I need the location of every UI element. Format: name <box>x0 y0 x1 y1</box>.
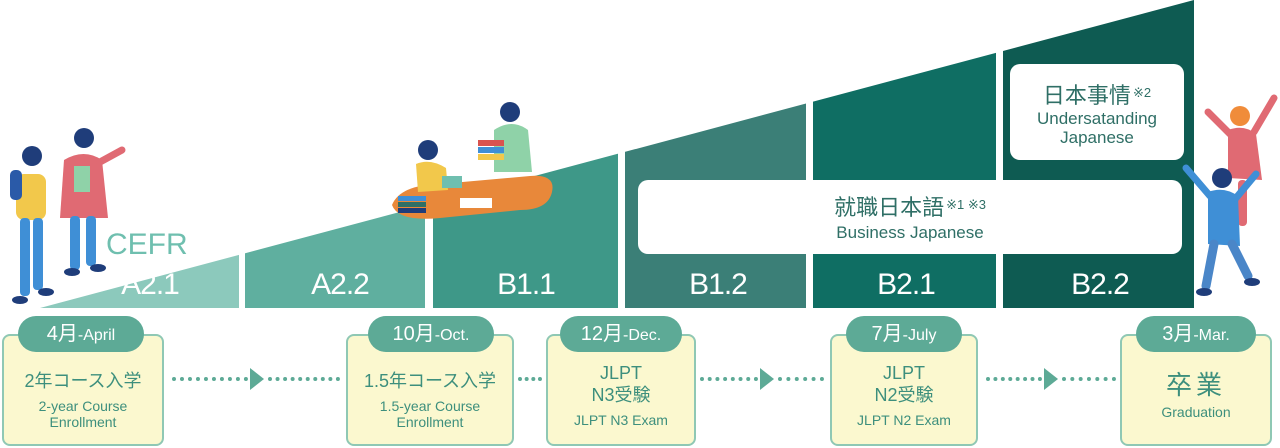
business-japanese-en: Business Japanese <box>836 223 984 242</box>
business-japanese-callout: 就職日本語※1 ※3 Business Japanese <box>638 180 1182 254</box>
milestone-march-jp: 卒業 <box>1165 370 1226 400</box>
milestone-december-jp2: N3受験 <box>591 385 651 405</box>
milestone-july-jp2: N2受験 <box>874 385 934 405</box>
connector-dots-3b <box>778 377 824 385</box>
flow-arrow-icon <box>1044 368 1058 390</box>
understanding-japanese-jp: 日本事情※2 <box>1042 83 1152 108</box>
level-b21-block <box>813 0 996 308</box>
understanding-japanese-en1: Undersatanding <box>1036 109 1158 128</box>
understanding-japanese-en2: Japanese <box>1060 128 1134 147</box>
study-group-illustration <box>392 102 553 219</box>
business-japanese-jp: 就職日本語※1 ※3 <box>834 195 986 220</box>
level-label-b12: B1.2 <box>689 268 748 301</box>
month-pill-march: 3月-Mar. <box>1136 316 1256 352</box>
milestone-card-december: JLPT N3受験 JLPT N3 Exam <box>546 334 696 446</box>
level-label-b21: B2.1 <box>877 268 936 301</box>
milestone-october-jp: 1.5年コース入学 <box>363 371 497 391</box>
milestone-october-en1: 1.5-year Course <box>379 398 481 414</box>
cefr-label: CEFR <box>106 228 188 261</box>
milestone-april-en1: 2-year Course <box>38 398 128 414</box>
milestone-october-en2: Enrollment <box>396 414 464 430</box>
month-pill-october: 10月-Oct. <box>368 316 494 352</box>
connector-dots-4a <box>986 377 1042 385</box>
level-a22-block <box>245 0 425 308</box>
milestone-march-en: Graduation <box>1161 404 1231 420</box>
month-pill-april: 4月-April <box>18 316 144 352</box>
milestone-card-march: 卒業 Graduation <box>1120 334 1272 446</box>
month-pill-december: 12月-Dec. <box>560 316 682 352</box>
connector-dots-1b <box>268 377 340 385</box>
understanding-japanese-callout: 日本事情※2 Undersatanding Japanese <box>1010 64 1184 160</box>
milestone-april-en2: Enrollment <box>49 414 117 430</box>
connector-dots-1a <box>172 377 248 385</box>
connector-dots-3a <box>700 377 758 385</box>
business-japanese-note: ※1 ※3 <box>946 197 986 212</box>
graduates-jumping-illustration <box>1182 94 1278 296</box>
level-label-a21: A2.1 <box>121 268 180 301</box>
level-label-b11: B1.1 <box>497 268 556 301</box>
milestone-april-jp: 2年コース入学 <box>24 371 142 391</box>
milestone-july-jp1: JLPT <box>882 363 925 383</box>
milestone-card-july: JLPT N2受験 JLPT N2 Exam <box>830 334 978 446</box>
month-pill-july: 7月-July <box>846 316 962 352</box>
connector-dots-4b <box>1062 377 1116 385</box>
milestone-july-en: JLPT N2 Exam <box>857 412 951 428</box>
milestone-december-en: JLPT N3 Exam <box>574 412 668 428</box>
flow-arrow-icon <box>250 368 264 390</box>
level-label-a22: A2.2 <box>311 268 370 301</box>
students-walking-illustration <box>10 128 126 304</box>
milestone-card-october: 1.5年コース入学 1.5-year Course Enrollment <box>346 334 514 446</box>
milestone-december-jp1: JLPT <box>599 363 642 383</box>
flow-arrow-icon <box>760 368 774 390</box>
connector-dots-2 <box>518 377 542 385</box>
level-b12-block <box>625 0 806 308</box>
understanding-japanese-note: ※2 <box>1132 85 1152 100</box>
milestone-card-april: 2年コース入学 2-year Course Enrollment <box>2 334 164 446</box>
level-label-b22: B2.2 <box>1071 268 1130 301</box>
